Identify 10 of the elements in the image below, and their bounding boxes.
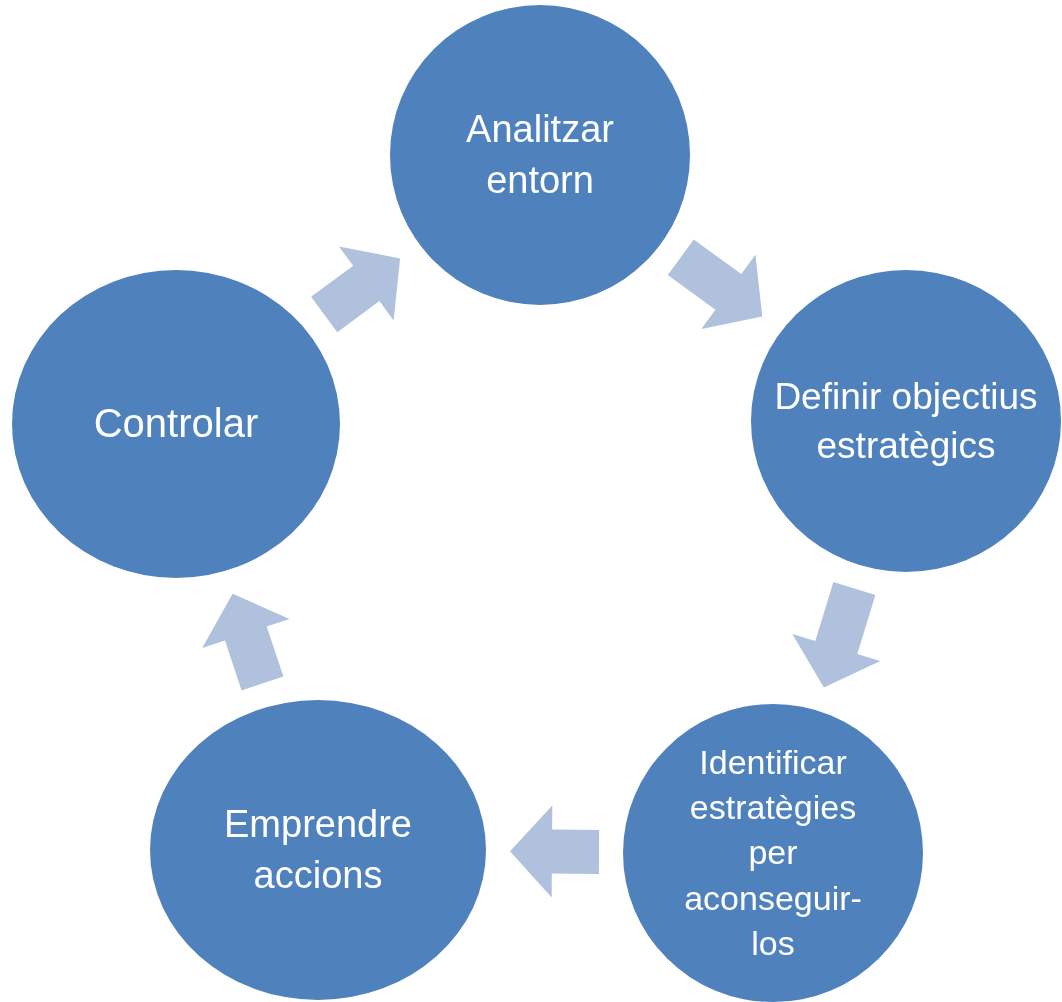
step-label: Identificar estratègies per aconseguir-los xyxy=(683,741,863,964)
block-arrow xyxy=(667,239,763,330)
step-label: Emprendre accions xyxy=(223,802,413,898)
block-arrow xyxy=(202,593,290,691)
step-label: Definir objectius estratègics xyxy=(773,374,1039,468)
step-label: Controlar xyxy=(93,400,259,448)
block-arrow xyxy=(510,805,600,898)
block-arrow xyxy=(311,246,401,333)
step-label: Analitzar entorn xyxy=(465,107,615,203)
block-arrow xyxy=(792,582,881,688)
